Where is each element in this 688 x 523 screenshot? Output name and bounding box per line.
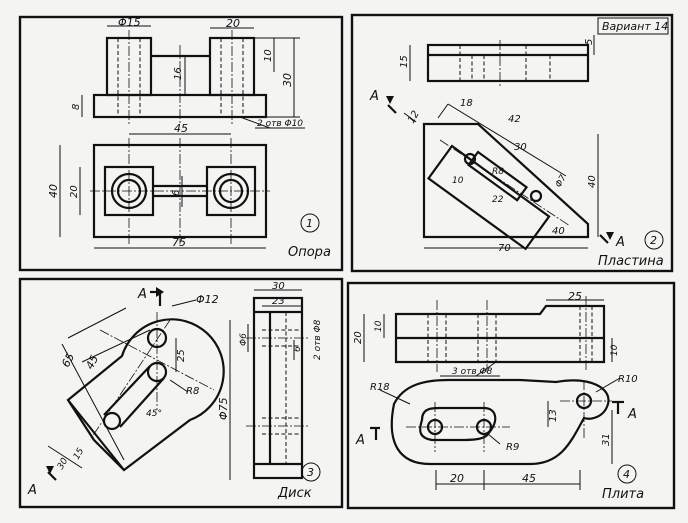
p1-dim-h16: 16 — [173, 67, 184, 80]
p2-dim-h40: 40 — [587, 175, 598, 188]
p1-number: 1 — [306, 217, 313, 230]
p1-dim-l45: 45 — [174, 122, 188, 135]
p1-dim-h40: 40 — [47, 184, 60, 198]
p3-section-mark-top: A — [137, 287, 147, 302]
p3-dim-l45: 45 — [83, 353, 101, 371]
p2-dim-l10: 10 — [452, 176, 464, 186]
p2-dim-d7: Φ7 — [554, 173, 569, 189]
p2-variant-label: Вариант 14 — [602, 20, 668, 33]
p3-section-mark-bottom: A — [27, 483, 37, 498]
p4-title: Плита — [602, 487, 644, 502]
p2-dim-l18: 18 — [460, 98, 473, 109]
p4-dim-h10: 10 — [374, 320, 384, 332]
p2-dim-l40: 40 — [552, 226, 565, 237]
p1-dim-h20: 20 — [69, 185, 80, 198]
p1-dim-h30: 30 — [281, 73, 294, 87]
p3-dim-r8: R8 — [186, 386, 199, 397]
p1-dim-h10: 10 — [263, 49, 274, 62]
p4-dim-r18: R18 — [370, 382, 390, 393]
p4-dim-w25: 25 — [568, 290, 582, 303]
p4-dim-h31: 31 — [601, 433, 612, 446]
p3-number: 3 — [307, 466, 314, 479]
p4-dim-l20: 20 — [450, 472, 464, 485]
p2-dim-h15: 15 — [399, 55, 410, 68]
p2-dim-h5: 5 — [584, 39, 595, 45]
p1-dim-w20: 20 — [226, 17, 240, 30]
p1-dim-l75: 75 — [172, 236, 186, 249]
p4-dim-r9: R9 — [506, 442, 519, 453]
p1-dim-h6: 6 — [171, 190, 182, 196]
p2-dim-l22: 22 — [492, 195, 504, 205]
p2-dim-l30: 30 — [514, 142, 527, 153]
p2-dim-l42: 42 — [508, 114, 521, 125]
panel-2-drawing — [386, 17, 669, 251]
p4-number: 4 — [623, 468, 630, 481]
p3-dim-d6: Φ6 — [239, 333, 249, 346]
p3-dim-a45: 45° — [146, 409, 162, 419]
p3-dim-d12: Φ12 — [196, 293, 219, 306]
p1-dim-holes: 2 отв Φ10 — [257, 119, 303, 129]
p2-title: Пластина — [598, 254, 664, 269]
p3-title: Диск — [277, 486, 312, 501]
p4-dim-r10: R10 — [618, 374, 638, 385]
panel-4-frame — [346, 281, 676, 510]
panel-4-drawing — [363, 296, 637, 490]
panel-3-drawing — [46, 287, 321, 482]
p4-section-mark-right: A — [627, 407, 637, 422]
p3-dim-w30: 30 — [272, 281, 285, 292]
p4-dim-holes: 3 отв Φ8 — [452, 367, 493, 377]
p2-section-mark-top: A — [369, 89, 379, 104]
p3-dim-w23: 23 — [272, 296, 285, 307]
p2-dim-h12: 12 — [406, 109, 422, 126]
p4-dim-l45: 45 — [522, 472, 536, 485]
p4-dim-h10b: 10 — [610, 344, 620, 356]
panel-3-frame — [18, 277, 344, 509]
p4-dim-h20: 20 — [353, 331, 364, 344]
panel-1-frame — [18, 15, 344, 272]
panel-1-drawing — [59, 25, 320, 249]
p3-dim-h25: 25 — [176, 349, 187, 362]
p1-dim-h8: 8 — [71, 104, 82, 110]
p3-dim-d75: Φ75 — [217, 397, 230, 420]
p4-section-mark-left: A — [355, 433, 365, 448]
p3-dim-w6: 6 — [293, 346, 303, 352]
p4-dim-h13: 13 — [548, 409, 559, 422]
p2-dim-l70: 70 — [498, 243, 511, 254]
p2-number: 2 — [650, 234, 657, 247]
p3-dim-l15: 15 — [72, 446, 87, 461]
p3-dim-holes: 2 отв Φ8 — [313, 319, 323, 360]
panel-2-frame — [350, 13, 674, 273]
p1-dim-d15: Φ15 — [118, 16, 141, 29]
p1-title: Опора — [288, 245, 331, 260]
p2-section-mark-bottom: A — [615, 235, 625, 250]
p3-dim-l65: 65 — [59, 351, 77, 369]
p2-dim-r8: R8 — [492, 167, 504, 177]
